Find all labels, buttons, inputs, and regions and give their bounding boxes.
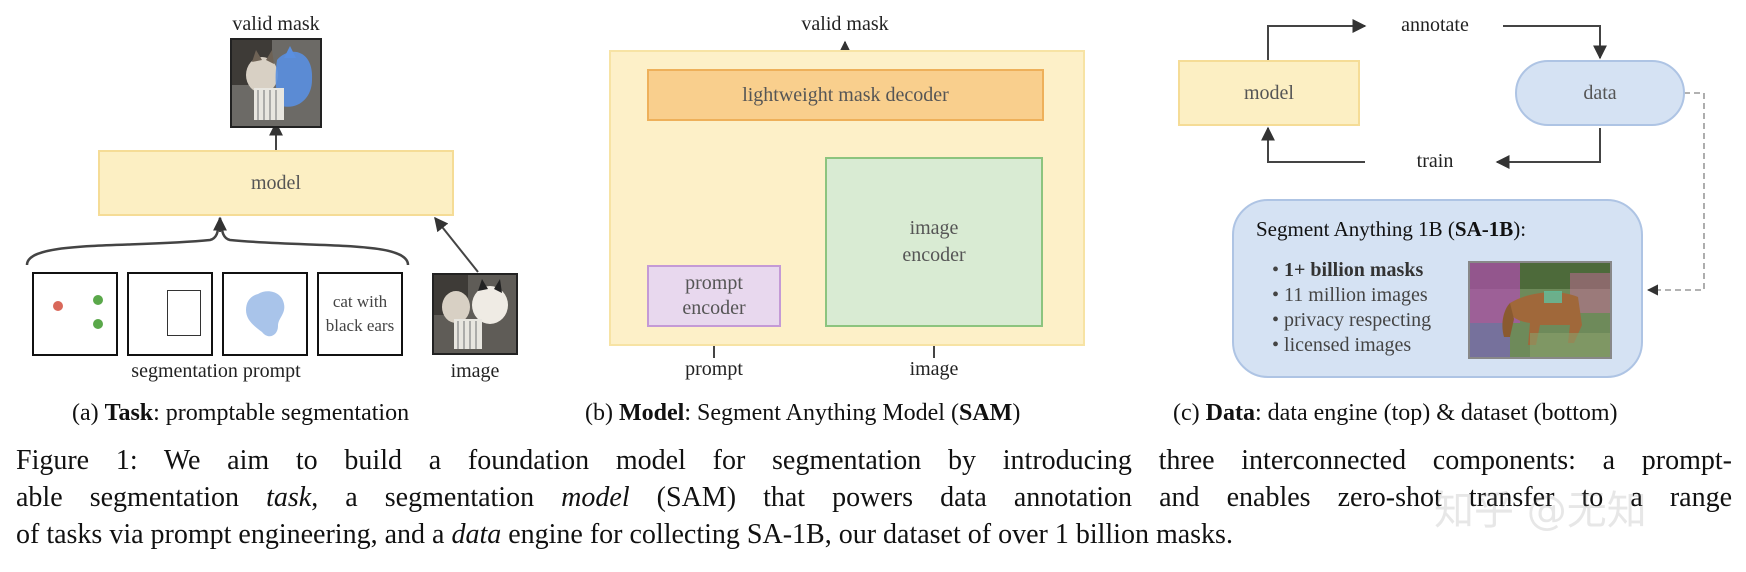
bullet-text-3: licensed images: [1284, 334, 1412, 356]
fc-line2-b: , a segmentation: [311, 482, 562, 513]
caption-b: (b) Model: Segment Anything Model (SAM): [585, 400, 1020, 427]
arrow-image-to-model: [434, 216, 479, 273]
caption-b-end: ): [1012, 400, 1021, 426]
caption-c-prefix: (c): [1173, 400, 1206, 426]
model-label-c: model: [1244, 81, 1294, 104]
prompt-points-box: [32, 272, 118, 356]
caption-c: (c) Data: data engine (top) & dataset (b…: [1173, 400, 1618, 427]
arrow-train-to-model: [1261, 126, 1365, 163]
fc-line2-c: (SAM) that powers data annotation and en…: [629, 482, 1733, 513]
watermark: 知乎 @无知: [1434, 488, 1647, 534]
input-image-a: [432, 273, 518, 355]
prompt-text-box: cat with black ears: [317, 272, 403, 356]
dataset-title-post: ):: [1513, 217, 1527, 241]
prompt-input-label: prompt: [685, 358, 743, 380]
prompt-encoder-box: prompt encoder: [647, 265, 781, 327]
caption-c-bold: Data: [1205, 400, 1255, 426]
figure-caption: Figure 1: We aim to build a foundation m…: [16, 442, 1732, 553]
fc-line2-a: able segmentation: [16, 482, 267, 513]
positive-point: [93, 319, 103, 329]
image-encoder-box: image encoder: [825, 157, 1043, 327]
caption-a-prefix: (a): [72, 400, 105, 426]
annotate-label: annotate: [1401, 14, 1469, 36]
dataset-title-pre: Segment Anything 1B (: [1256, 217, 1455, 241]
negative-point: [53, 301, 63, 311]
positive-point: [93, 295, 103, 305]
fc-line3-b: engine for collecting SA-1B, our dataset…: [501, 519, 1233, 550]
bullet-text-1: 11 million images: [1284, 284, 1428, 306]
figure-caption-line-2: able segmentation task, a segmentation m…: [16, 479, 1732, 516]
bullet-item: • licensed images: [1272, 334, 1412, 356]
caption-b-bold2: SAM: [958, 400, 1013, 426]
data-label: data: [1583, 81, 1617, 104]
fc-line3-data: data: [451, 519, 502, 550]
caption-a-bold: Task: [104, 400, 154, 426]
dataset-box: Segment Anything 1B (SA-1B): • 1+ billio…: [1232, 199, 1643, 378]
prompt-mask-box: [222, 272, 308, 356]
fc-line2-task: task: [266, 482, 312, 513]
arrow-model-to-annotate: [1267, 19, 1367, 60]
caption-b-bold: Model: [618, 400, 685, 426]
bullet-item: • 1+ billion masks: [1272, 259, 1424, 281]
prompt-brace: [25, 217, 410, 266]
dataset-bullets: • 1+ billion masks • 11 million images •…: [1272, 258, 1431, 358]
caption-a-rest: : promptable segmentation: [153, 400, 410, 426]
prompt-bounding-box: [167, 290, 201, 336]
valid-mask-image: [230, 38, 322, 128]
bullet-item: • 11 million images: [1272, 284, 1428, 306]
image-encoder-label: image encoder: [902, 217, 966, 266]
figure-caption-line-1: Figure 1: We aim to build a foundation m…: [16, 445, 1732, 476]
caption-b-prefix: (b): [585, 400, 619, 426]
bullet-text-0: 1+ billion masks: [1284, 259, 1424, 281]
fc-line2-model: model: [561, 482, 630, 513]
model-box-c: model: [1178, 60, 1360, 126]
prompt-mask-blob: [246, 291, 285, 337]
fc-line3-a: of tasks via prompt engineering, and a: [16, 519, 452, 550]
data-pill: data: [1515, 60, 1685, 126]
bullet-item: • privacy respecting: [1272, 309, 1432, 331]
model-box-a: model: [98, 150, 454, 216]
model-label-a: model: [251, 171, 301, 194]
dataset-title-bold: SA-1B: [1454, 217, 1514, 241]
segmentation-prompt-label: segmentation prompt: [131, 360, 301, 382]
mask-decoder-label: lightweight mask decoder: [742, 83, 949, 106]
train-label: train: [1416, 150, 1454, 172]
prompt-text: cat with black ears: [325, 292, 395, 335]
figure-caption-line-3: of tasks via prompt engineering, and a d…: [16, 516, 1732, 553]
arrow-annotate-to-data: [1503, 25, 1607, 60]
dataset-sample-image: [1468, 261, 1612, 359]
caption-c-rest: : data engine (top) & dataset (bottom): [1254, 400, 1618, 426]
prompt-encoder-label: prompt encoder: [682, 272, 746, 319]
caption-b-mid: : Segment Anything Model (: [684, 400, 959, 426]
arrow-data-to-train: [1495, 128, 1601, 169]
caption-a: (a) Task: promptable segmentation: [72, 400, 409, 427]
image-label-a: image: [450, 360, 500, 382]
bullet-text-2: privacy respecting: [1284, 309, 1432, 331]
valid-mask-label-a: valid mask: [232, 13, 320, 35]
dashed-data-to-dataset: [1646, 92, 1705, 296]
dataset-title: Segment Anything 1B (SA-1B):: [1256, 217, 1526, 242]
mask-decoder-box: lightweight mask decoder: [647, 69, 1044, 121]
prompt-points: [53, 295, 103, 329]
valid-mask-label-b: valid mask: [801, 13, 889, 35]
prompt-box-box: [127, 272, 213, 356]
image-input-label-b: image: [909, 358, 959, 380]
